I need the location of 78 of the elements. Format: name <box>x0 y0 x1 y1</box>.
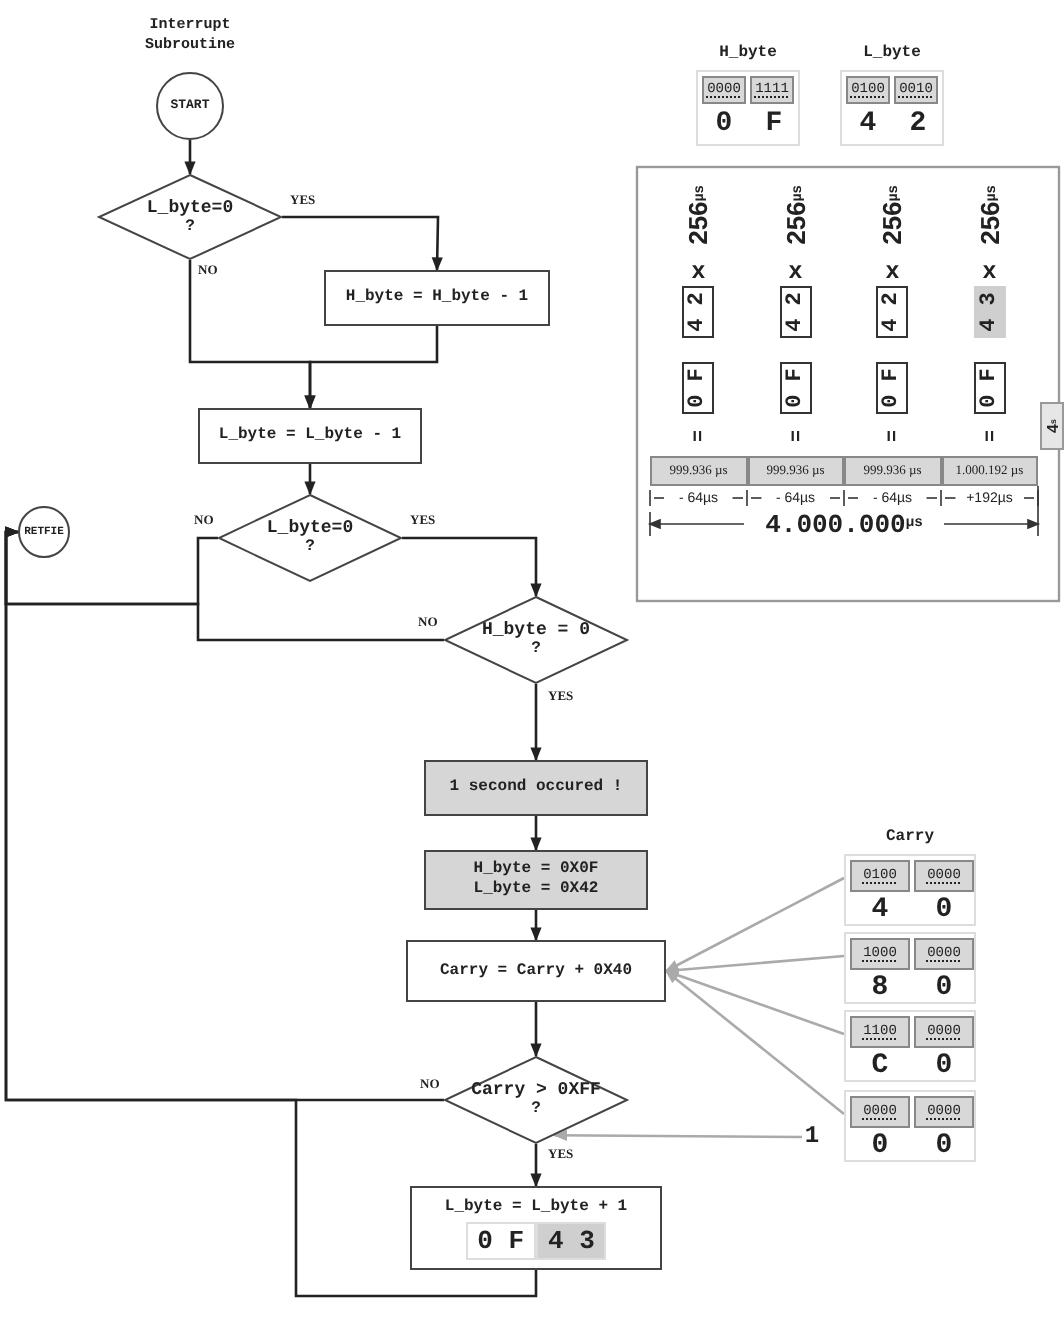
register-label: H_byte <box>717 41 779 63</box>
condition-text: ? <box>531 1100 541 1120</box>
register-row <box>844 932 976 1004</box>
display-cell: 4 3 <box>536 1221 607 1259</box>
hex-digit: 0 <box>713 108 735 140</box>
times-sign: x <box>786 258 805 282</box>
leader-arrow <box>664 970 845 1115</box>
register-label: L_byte <box>861 41 923 63</box>
callout-number: 1 <box>804 1122 820 1152</box>
hex-digit: 8 <box>869 972 891 1004</box>
value-field: 4 2 <box>682 286 715 338</box>
value-field: 0 F <box>876 362 909 414</box>
hex-digit: 0 <box>933 1130 955 1162</box>
flow-arrow <box>184 140 196 176</box>
process-text: L_byte = 0X42 <box>473 880 599 900</box>
process-box <box>424 760 648 816</box>
process-box <box>198 408 422 464</box>
leader-arrow <box>553 1129 802 1141</box>
end-circle <box>18 506 70 558</box>
value-field: 4 2 <box>876 286 909 338</box>
condition-text: Carry > 0XFF <box>471 1080 601 1100</box>
hex-digit: 4 <box>857 108 879 140</box>
hex-digit: 2 <box>907 108 929 140</box>
condition-text: L_byte=0 <box>266 518 354 538</box>
flow-arrow <box>530 1002 542 1058</box>
hex-digit: 0 <box>933 894 955 926</box>
leader-arrow <box>664 876 845 973</box>
value-field: 4 2 <box>779 286 812 338</box>
process-text: L_byte = L_byte + 1 <box>444 1197 628 1217</box>
process-box <box>406 940 666 1002</box>
flow-arrow <box>530 816 542 852</box>
equals-sign: = <box>785 428 806 446</box>
hex-digit: C <box>869 1050 891 1082</box>
hex-digit: F <box>763 108 785 140</box>
value-field: 0 F <box>779 362 812 414</box>
flow-arrow <box>282 215 443 272</box>
process-box <box>410 1186 662 1270</box>
hex-digit: 0 <box>933 972 955 1004</box>
condition-text: H_byte = 0 <box>481 620 590 640</box>
equals-sign: = <box>979 428 1000 446</box>
condition-text: L_byte=0 <box>146 197 234 217</box>
process-text: H_byte = H_byte - 1 <box>345 288 529 308</box>
times-sign: x <box>980 258 999 282</box>
decision-diamond <box>444 596 628 684</box>
value-field: 0 F <box>973 362 1006 414</box>
hex-digit: 0 <box>933 1050 955 1082</box>
decision-diamond <box>218 494 402 582</box>
process-box <box>424 850 648 910</box>
process-box <box>324 270 550 326</box>
flow-arrow <box>530 684 542 762</box>
decision-diamond <box>98 174 282 260</box>
flow-arrow <box>4 526 538 1298</box>
flow-arrow <box>402 536 542 598</box>
condition-text: ? <box>531 640 541 660</box>
process-text: H_byte = 0X0F <box>473 860 599 880</box>
process-text: L_byte = L_byte - 1 <box>218 426 402 446</box>
decision-diamond <box>444 1056 628 1144</box>
process-text: Carry = Carry + 0X40 <box>439 961 632 981</box>
equals-sign: = <box>688 428 709 446</box>
condition-text: ? <box>305 538 315 558</box>
value-field: 4 3 <box>973 286 1006 338</box>
times-sign: x <box>883 258 902 282</box>
column-heading: Carry <box>883 825 936 847</box>
register-row <box>844 1090 976 1162</box>
times-sign: x <box>689 258 708 282</box>
register-row <box>844 1010 976 1082</box>
hex-digit: 4 <box>869 894 891 926</box>
display-cell: 0 F <box>465 1221 536 1259</box>
flow-arrow <box>530 1144 542 1188</box>
flow-arrow <box>530 910 542 942</box>
register-row <box>844 854 976 926</box>
process-text: 1 second occured ! <box>449 778 623 798</box>
equals-sign: = <box>882 428 903 446</box>
condition-text: ? <box>185 217 195 237</box>
value-field: 0 F <box>682 362 715 414</box>
hex-digit: 0 <box>869 1130 891 1162</box>
flow-arrow <box>304 326 439 410</box>
flow-arrow <box>304 464 316 496</box>
